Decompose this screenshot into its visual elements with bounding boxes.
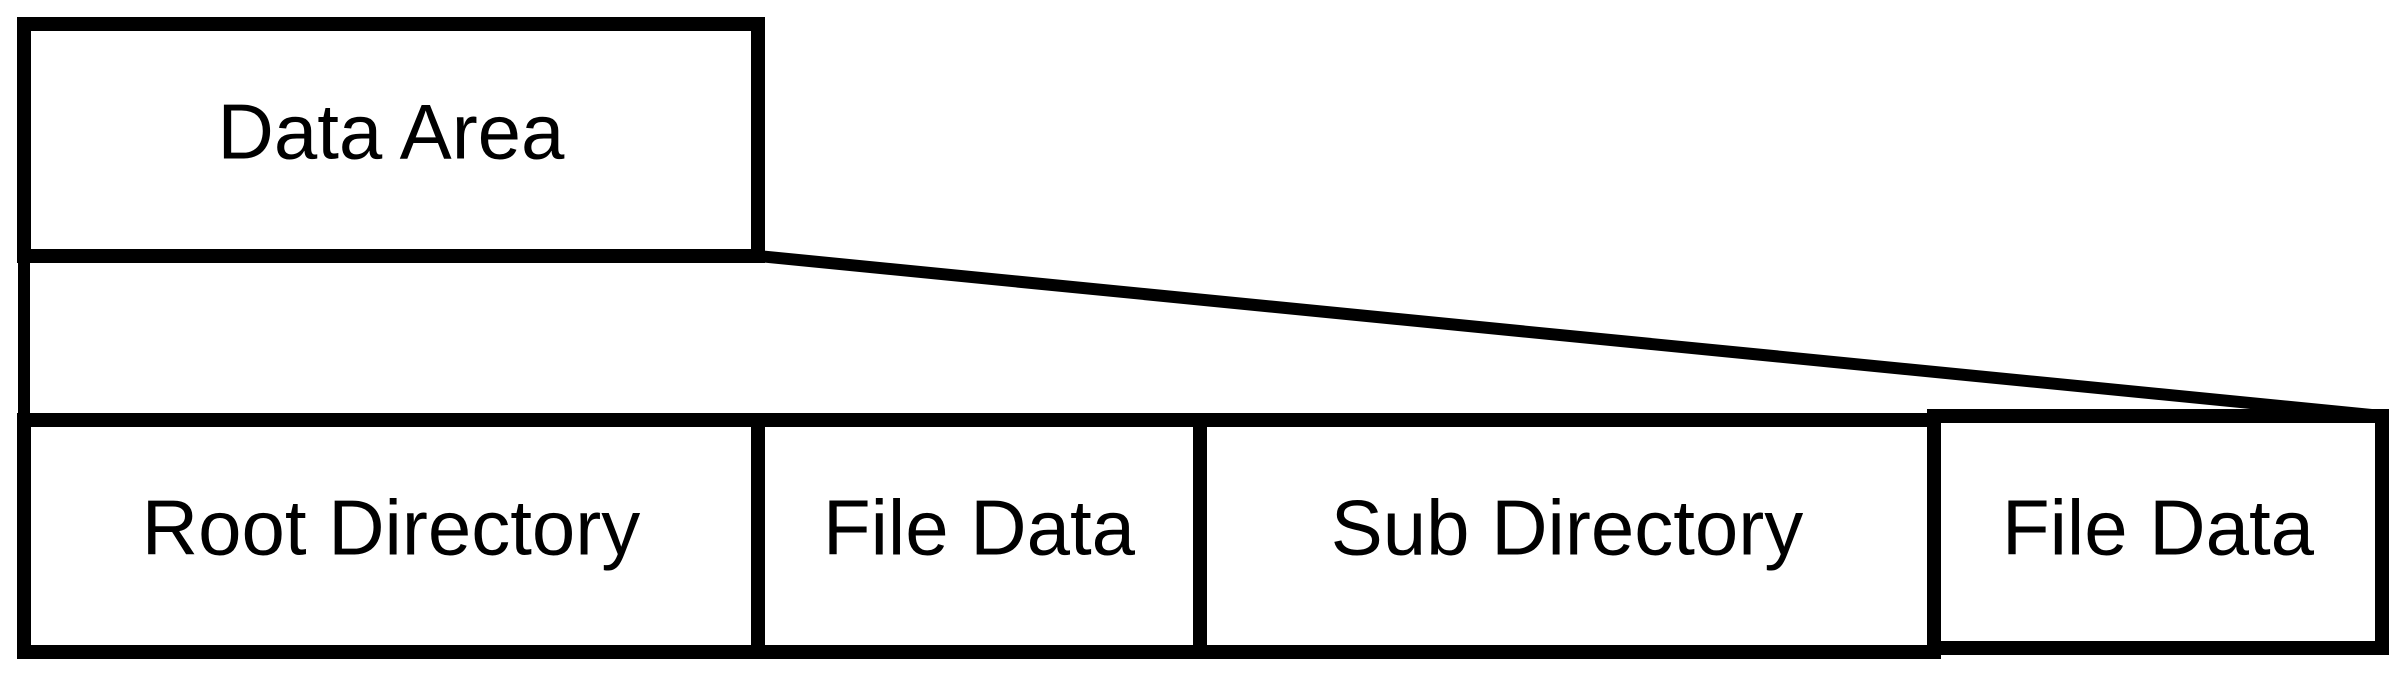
segment-file-data-2 (1927, 409, 2389, 655)
sub-directory-label: Sub Directory (1331, 484, 1804, 572)
segment-file-data-1 (751, 413, 1207, 659)
root-directory-label: Root Directory (142, 484, 640, 572)
segment-root-directory (17, 413, 765, 659)
data-area-box (17, 17, 765, 263)
file-data-label-2: File Data (2002, 484, 2315, 572)
data-area-label: Data Area (218, 88, 566, 176)
file-data-label-1: File Data (823, 484, 1136, 572)
right-connector-line (751, 249, 2389, 423)
